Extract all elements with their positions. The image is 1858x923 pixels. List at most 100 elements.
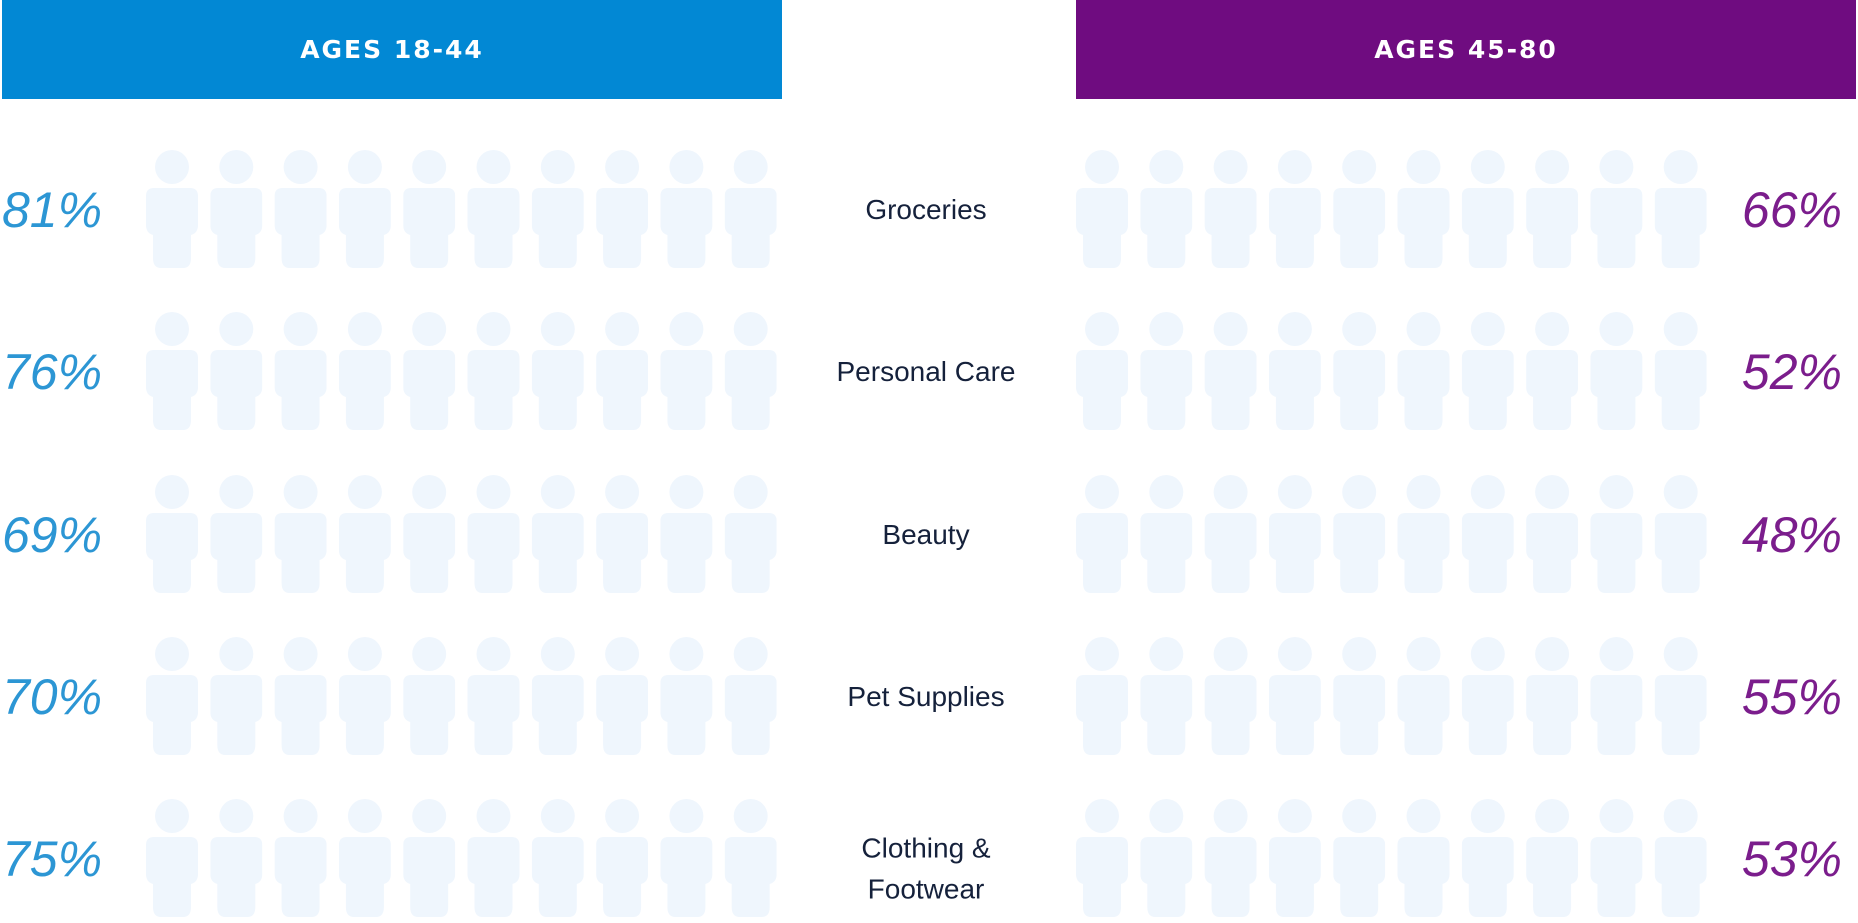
person-icon-empty — [338, 475, 391, 593]
percent-left-3: 69% — [2, 507, 102, 563]
percent-right-4: 55% — [1742, 669, 1842, 725]
person-icon-empty — [210, 637, 263, 755]
person-icon-empty — [1461, 799, 1514, 917]
icon-row-left-4 — [146, 637, 777, 755]
person-icon-empty — [274, 150, 327, 268]
percent-left-2: 76% — [2, 344, 102, 400]
person-icon-empty — [1654, 475, 1707, 593]
person-icon-empty — [210, 475, 263, 593]
percent-left-1: 81% — [2, 182, 102, 238]
person-icon-empty — [146, 799, 198, 917]
person-icon-empty — [1076, 150, 1128, 268]
person-icon-empty — [338, 312, 391, 430]
person-icon-empty — [1140, 475, 1193, 593]
person-icon-empty — [210, 799, 263, 917]
person-icon-empty — [1268, 799, 1321, 917]
person-icon-empty — [1140, 150, 1193, 268]
person-icon-empty — [1333, 475, 1386, 593]
person-icon-empty — [1204, 475, 1257, 593]
percent-right-1: 66% — [1742, 182, 1842, 238]
person-icon-empty — [1268, 312, 1321, 430]
percent-right-3: 48% — [1742, 507, 1842, 563]
person-icon-empty — [210, 312, 263, 430]
person-icon-empty — [274, 799, 327, 917]
person-icon-empty — [1397, 799, 1450, 917]
percent-right-5: 53% — [1742, 831, 1842, 887]
person-icon-empty — [1076, 312, 1128, 430]
person-icon-empty — [531, 150, 584, 268]
person-icon-empty — [403, 475, 456, 593]
header-left-label: AGES 18-44 — [300, 35, 484, 64]
header-ages-18-44: AGES 18-44 — [2, 0, 782, 99]
icon-row-left-5 — [146, 799, 777, 917]
percent-left-5: 75% — [2, 831, 102, 887]
person-icon-empty — [724, 475, 777, 593]
person-icon-empty — [403, 799, 456, 917]
person-icon-empty — [1204, 150, 1257, 268]
icon-row-right-3 — [1076, 475, 1707, 593]
category-label-3: Beauty — [882, 519, 969, 550]
person-icon-empty — [1654, 150, 1707, 268]
person-icon-empty — [1333, 799, 1386, 917]
category-label-2: Personal Care — [837, 356, 1016, 387]
icon-row-left-1 — [146, 150, 777, 268]
person-icon-empty — [1140, 799, 1193, 917]
person-icon-empty — [531, 799, 584, 917]
person-icon-empty — [1590, 799, 1643, 917]
person-icon-empty — [596, 150, 649, 268]
person-icon-empty — [1461, 150, 1514, 268]
person-icon-empty — [1333, 312, 1386, 430]
person-icon-empty — [274, 312, 327, 430]
person-icon-empty — [1333, 637, 1386, 755]
person-icon-empty — [1461, 637, 1514, 755]
category-label-4: Pet Supplies — [847, 681, 1004, 712]
person-icon-empty — [1397, 312, 1450, 430]
person-icon-empty — [210, 150, 263, 268]
person-icon-empty — [1204, 637, 1257, 755]
person-icon-empty — [1397, 637, 1450, 755]
person-icon-empty — [403, 637, 456, 755]
icon-row-right-2 — [1076, 312, 1707, 430]
person-icon-empty — [1590, 475, 1643, 593]
person-icon-empty — [1076, 637, 1128, 755]
header-right-label: AGES 45-80 — [1374, 35, 1558, 64]
person-icon-empty — [1526, 475, 1579, 593]
person-icon-empty — [1590, 150, 1643, 268]
person-icon-empty — [660, 150, 713, 268]
person-icon-empty — [596, 799, 649, 917]
person-icon-empty — [1204, 799, 1257, 917]
person-icon-empty — [724, 312, 777, 430]
person-icon-empty — [274, 637, 327, 755]
person-icon-empty — [467, 150, 520, 268]
icon-row-left-2 — [146, 312, 777, 430]
person-icon-empty — [1590, 312, 1643, 430]
person-icon-empty — [467, 799, 520, 917]
person-icon-empty — [1076, 475, 1128, 593]
person-icon-empty — [1268, 475, 1321, 593]
person-icon-empty — [1397, 150, 1450, 268]
person-icon-empty — [467, 637, 520, 755]
person-icon-empty — [403, 150, 456, 268]
person-icon-empty — [724, 799, 777, 917]
person-icon-empty — [1461, 475, 1514, 593]
person-icon-empty — [338, 150, 391, 268]
category-label-5: Clothing &Footwear — [861, 833, 991, 905]
header-ages-45-80: AGES 45-80 — [1076, 0, 1856, 99]
person-icon-empty — [1076, 799, 1128, 917]
person-icon-empty — [531, 637, 584, 755]
person-icon-empty — [1654, 637, 1707, 755]
person-icon-empty — [660, 312, 713, 430]
icon-row-left-3 — [146, 475, 777, 593]
person-icon-empty — [338, 637, 391, 755]
person-icon-empty — [660, 475, 713, 593]
person-icon-empty — [1268, 637, 1321, 755]
person-icon-empty — [146, 637, 198, 755]
person-icon-empty — [1268, 150, 1321, 268]
person-icon-empty — [531, 312, 584, 430]
person-icon-empty — [1526, 799, 1579, 917]
person-icon-empty — [274, 475, 327, 593]
person-icon-empty — [596, 475, 649, 593]
percent-left-4: 70% — [2, 669, 102, 725]
person-icon-empty — [1461, 312, 1514, 430]
